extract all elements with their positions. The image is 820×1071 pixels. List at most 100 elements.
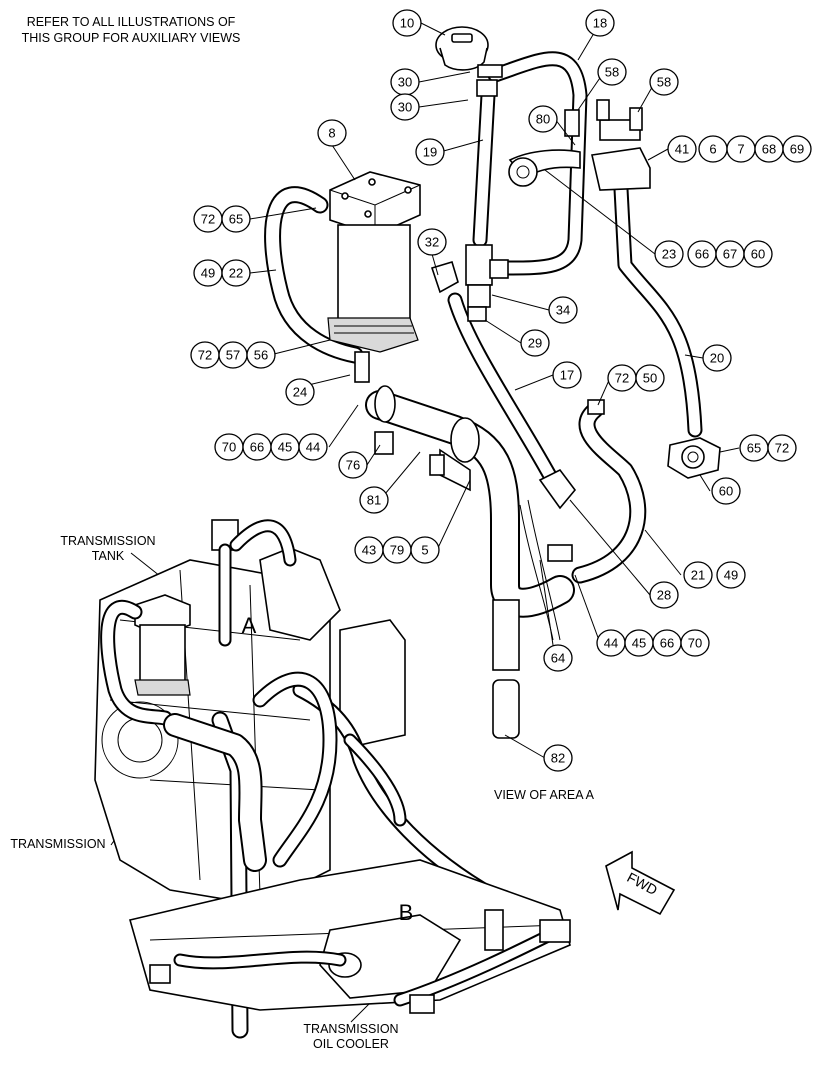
svg-text:60: 60 <box>719 484 733 499</box>
svg-text:45: 45 <box>632 636 646 651</box>
callout-29: 29 <box>520 329 550 357</box>
callout-34: 34 <box>548 296 578 324</box>
callouts: 10 18 30 58 58 30 80 8 41 6 7 68 69 19 7… <box>190 9 812 772</box>
svg-text:41: 41 <box>675 142 689 157</box>
svg-text:65: 65 <box>229 212 243 227</box>
transmission-assembly <box>94 519 571 1039</box>
callout-28: 28 <box>649 581 679 609</box>
header-note-line-2: THIS GROUP FOR AUXILIARY VIEWS <box>22 31 241 45</box>
callout-21: 21 <box>683 561 713 589</box>
callout-67: 67 <box>715 240 745 268</box>
callout-72-c: 72 <box>607 364 637 392</box>
svg-text:68: 68 <box>762 142 776 157</box>
svg-text:72: 72 <box>775 441 789 456</box>
svg-text:64: 64 <box>551 651 565 666</box>
callout-57: 57 <box>218 341 248 369</box>
callout-56: 56 <box>246 341 276 369</box>
callout-81: 81 <box>359 486 389 514</box>
svg-text:57: 57 <box>226 348 240 363</box>
svg-text:49: 49 <box>724 568 738 583</box>
svg-text:82: 82 <box>551 751 565 766</box>
svg-text:56: 56 <box>254 348 268 363</box>
svg-text:58: 58 <box>657 75 671 90</box>
callout-70-a: 70 <box>214 433 244 461</box>
callout-17: 17 <box>552 361 582 389</box>
svg-text:43: 43 <box>362 543 376 558</box>
callout-41: 41 <box>667 135 697 163</box>
callout-10: 10 <box>392 9 422 37</box>
svg-text:30: 30 <box>398 100 412 115</box>
svg-text:66: 66 <box>695 247 709 262</box>
oil-cooler-label-line-2: OIL COOLER <box>313 1037 389 1051</box>
transmission-label: TRANSMISSION <box>10 837 105 851</box>
callout-44-a: 44 <box>298 433 328 461</box>
svg-text:72: 72 <box>201 212 215 227</box>
callout-58-right: 58 <box>649 68 679 96</box>
tee-fitting-34 <box>430 244 509 322</box>
svg-text:21: 21 <box>691 568 705 583</box>
tube-end-82 <box>492 679 520 739</box>
callout-70-b: 70 <box>680 629 710 657</box>
callout-43: 43 <box>354 536 384 564</box>
callout-68: 68 <box>754 135 784 163</box>
callout-24: 24 <box>285 378 315 406</box>
area-a-label: A <box>242 613 257 638</box>
callout-5: 5 <box>410 536 440 564</box>
callout-22: 22 <box>221 259 251 287</box>
callout-30-lower: 30 <box>390 93 420 121</box>
svg-text:70: 70 <box>688 636 702 651</box>
svg-text:19: 19 <box>423 145 437 160</box>
svg-text:28: 28 <box>657 588 671 603</box>
upper-hoses <box>264 51 703 739</box>
svg-text:69: 69 <box>790 142 804 157</box>
svg-text:18: 18 <box>593 16 607 31</box>
filter-assembly-8 <box>327 171 421 383</box>
svg-text:44: 44 <box>306 440 320 455</box>
callout-60-b: 60 <box>711 477 741 505</box>
callout-44-b: 44 <box>596 629 626 657</box>
callout-80: 80 <box>528 105 558 133</box>
svg-text:49: 49 <box>201 266 215 281</box>
flange-60 <box>667 437 721 479</box>
svg-text:5: 5 <box>421 543 428 558</box>
svg-text:10: 10 <box>400 16 414 31</box>
callout-72-a: 72 <box>193 205 223 233</box>
callout-49-a: 49 <box>193 259 223 287</box>
callout-58-left: 58 <box>597 58 627 86</box>
svg-text:66: 66 <box>250 440 264 455</box>
svg-text:66: 66 <box>660 636 674 651</box>
clamp-assembly <box>374 385 480 492</box>
transmission-tank-label-line-2: TANK <box>92 549 125 563</box>
svg-text:17: 17 <box>560 368 574 383</box>
callout-82: 82 <box>543 744 573 772</box>
svg-text:23: 23 <box>662 247 676 262</box>
oil-cooler-label-line-1: TRANSMISSION <box>303 1022 398 1036</box>
svg-text:30: 30 <box>398 75 412 90</box>
header-note-line-1: REFER TO ALL ILLUSTRATIONS OF <box>27 15 236 29</box>
svg-text:32: 32 <box>425 235 439 250</box>
callout-32: 32 <box>417 228 447 256</box>
view-caption: VIEW OF AREA A <box>494 788 595 802</box>
callout-23: 23 <box>654 240 684 268</box>
callout-30-upper: 30 <box>390 68 420 96</box>
area-b-label: B <box>399 900 414 925</box>
svg-text:29: 29 <box>528 336 542 351</box>
transmission-tank-label-line-1: TRANSMISSION <box>60 534 155 548</box>
callout-66-a: 66 <box>687 240 717 268</box>
breather-cap-10 <box>435 26 503 97</box>
callout-45-b: 45 <box>624 629 654 657</box>
svg-text:50: 50 <box>643 371 657 386</box>
callout-69: 69 <box>782 135 812 163</box>
svg-text:70: 70 <box>222 440 236 455</box>
svg-text:67: 67 <box>723 247 737 262</box>
callout-72-b: 72 <box>190 341 220 369</box>
callout-18: 18 <box>585 9 615 37</box>
svg-text:79: 79 <box>390 543 404 558</box>
callout-66-b: 66 <box>242 433 272 461</box>
callout-50: 50 <box>635 364 665 392</box>
callout-45-a: 45 <box>270 433 300 461</box>
callout-19: 19 <box>415 138 445 166</box>
svg-text:44: 44 <box>604 636 618 651</box>
